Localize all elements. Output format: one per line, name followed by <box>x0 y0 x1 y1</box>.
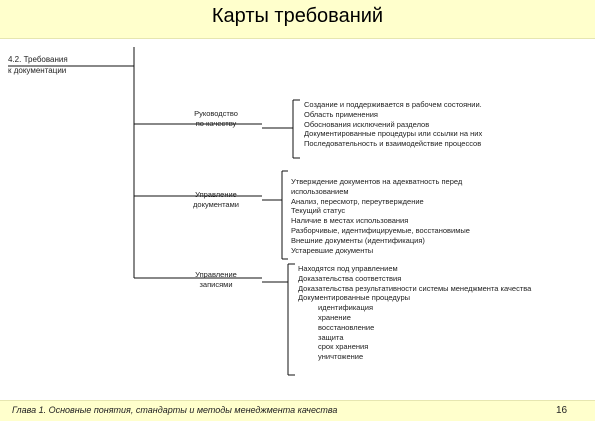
branch-label-line: документами <box>193 200 239 209</box>
branch-records-control: Управление записями <box>176 270 256 290</box>
list-item: Область применения <box>304 109 378 119</box>
list-item: Доказательства результативности системы … <box>298 283 532 293</box>
footer-chapter-text: Глава 1. Основные понятия, стандарты и м… <box>12 405 338 415</box>
footer-bar: Глава 1. Основные понятия, стандарты и м… <box>0 400 595 421</box>
list-item: Обоснования исключений разделов <box>304 119 430 129</box>
list-item: использованием <box>291 186 349 196</box>
list-item: Утверждение документов на адекватность п… <box>291 177 463 186</box>
list-item: Разборчивые, идентифицируемые, восстанов… <box>291 225 470 235</box>
list-item: Внешние документы (идентификация) <box>291 235 425 245</box>
list-item: Устаревшие документы <box>291 245 374 255</box>
branch-3-items: Находятся под управлением Доказательства… <box>298 264 531 362</box>
branch-document-control: Управление документами <box>176 190 256 210</box>
list-item: Документированные процедуры или ссылки н… <box>304 129 483 139</box>
list-item: Последовательность и взаимодействие проц… <box>304 139 482 149</box>
sub-item: срок хранения <box>318 342 369 352</box>
page-title: Карты требований <box>211 5 384 27</box>
sub-item: восстановление <box>318 322 375 332</box>
branch-label-line: Управление <box>195 270 237 279</box>
branch-label-line: Управление <box>195 190 237 199</box>
list-item: Находятся под управлением <box>298 264 398 273</box>
connector-lines <box>8 47 300 376</box>
list-item: Наличие в местах использования <box>291 216 409 226</box>
branch-2-items: Утверждение документов на адекватность п… <box>291 177 470 255</box>
sub-item: идентификация <box>318 303 374 313</box>
sub-item: уничтожение <box>318 352 364 362</box>
sub-item: хранение <box>318 312 351 322</box>
branch-label-line: по качеству <box>195 119 237 128</box>
sub-item: защита <box>318 332 344 342</box>
branch-label-line: записями <box>199 280 233 289</box>
root-label-line2: к документации <box>8 66 67 75</box>
list-item: Документированные процедуры <box>298 293 411 303</box>
root-node: 4.2. Требования к документации <box>8 54 100 76</box>
page-number: 16 <box>556 405 568 416</box>
root-label-line1: 4.2. Требования <box>8 55 68 64</box>
list-item: Анализ, пересмотр, переутверждение <box>291 196 424 206</box>
list-item: Создание и поддерживается в рабочем сост… <box>304 100 482 109</box>
list-item: Доказательства соответствия <box>298 273 402 283</box>
branch-label-line: Руководство <box>194 109 238 118</box>
branch-1-items: Создание и поддерживается в рабочем сост… <box>304 100 482 149</box>
list-item: Текущий статус <box>291 206 346 216</box>
branch-quality-manual: Руководство по качеству <box>176 109 256 129</box>
title-bar: Карты требований <box>0 0 595 39</box>
